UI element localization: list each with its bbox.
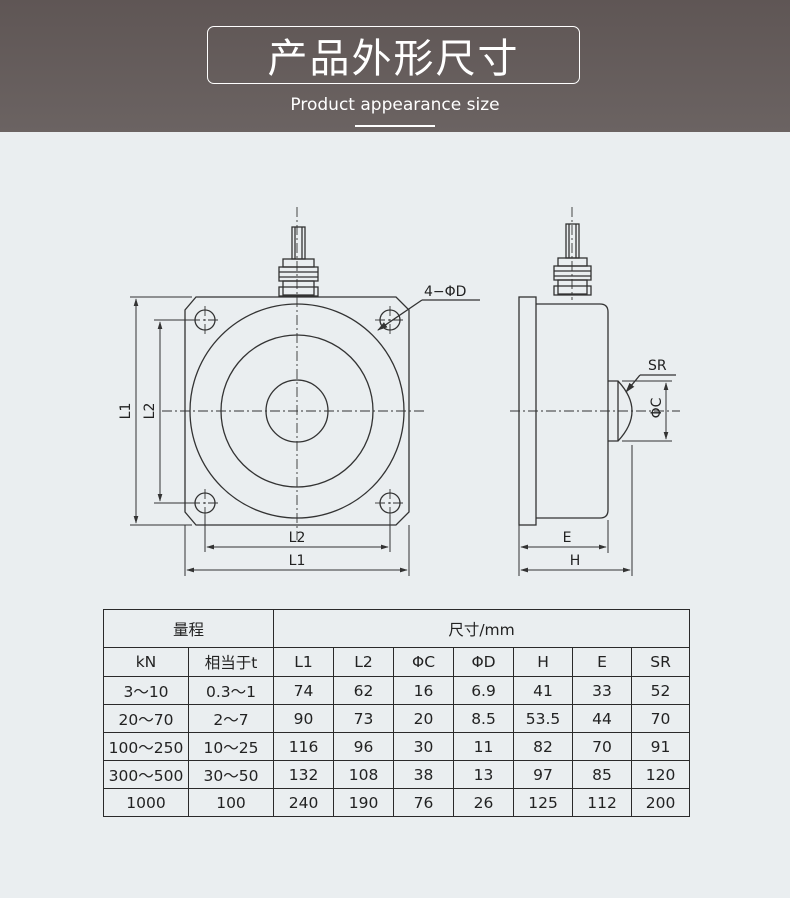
table-cell: 100 [187, 788, 275, 817]
l2-vertical-label: L2 [142, 403, 158, 420]
sr-label: SR [648, 358, 667, 374]
table-cell: 74 [273, 676, 335, 705]
table-cell: 2～7 [187, 704, 275, 733]
front-base-plate [184, 296, 410, 526]
table-row: 1000 100 240 190 76 26 125 112 200 [103, 788, 691, 817]
table-cell: 116 [273, 732, 335, 761]
table-cell: 240 [273, 788, 335, 817]
table-cell: 90 [273, 704, 335, 733]
table-cell: 97 [513, 760, 574, 789]
front-centerlines [162, 207, 424, 540]
table-cell: 52 [631, 676, 691, 705]
column-header: ΦD [453, 647, 515, 677]
table-cell: 10～25 [187, 732, 275, 761]
column-header: L1 [273, 647, 335, 677]
l1-horizontal-label: L1 [289, 553, 306, 569]
table-cell: 190 [333, 788, 395, 817]
table-cell: 70 [631, 704, 691, 733]
table-cell: 30～50 [187, 760, 275, 789]
table-cell: 26 [453, 788, 515, 817]
table-cell: 13 [453, 760, 515, 789]
table-cell: 33 [572, 676, 633, 705]
table-cell: 1000 [103, 788, 189, 817]
front-cable-connector [278, 226, 319, 297]
table-cell: 20～70 [103, 704, 189, 733]
table-cell: 53.5 [513, 704, 574, 733]
e-label: E [563, 530, 572, 546]
table-group-header-row: 量程 尺寸/mm [102, 609, 691, 648]
header-banner: 产品外形尺寸 Product appearance size [0, 0, 790, 132]
l2-horizontal-label: L2 [289, 530, 306, 546]
side-view: SR ΦC E H [510, 207, 680, 576]
column-header: kN [103, 647, 189, 677]
page-title: 产品外形尺寸 [207, 26, 580, 84]
subtitle-underline [355, 125, 435, 127]
table-row: 100～250 10～25 116 96 30 11 82 70 91 [103, 732, 691, 761]
table-cell: 91 [631, 732, 691, 761]
l1-vertical-label: L1 [118, 403, 134, 420]
table-column-header-row: kN 相当于t L1 L2 ΦC ΦD H E SR [103, 647, 691, 677]
size-header: 尺寸/mm [273, 609, 691, 648]
table-cell: 120 [631, 760, 691, 789]
table-cell: 70 [572, 732, 633, 761]
table-cell: 41 [513, 676, 574, 705]
table-cell: 30 [393, 732, 455, 761]
table-cell: 200 [631, 788, 691, 817]
side-cable-connector [553, 223, 592, 296]
column-header: H [513, 647, 574, 677]
table-cell: 38 [393, 760, 455, 789]
table-cell: 76 [393, 788, 455, 817]
hole-callout-label: 4−ΦD [424, 284, 466, 300]
column-header: ΦC [393, 647, 455, 677]
table-cell: 82 [513, 732, 574, 761]
front-view: 4−ΦD L1 L2 L2 L1 [118, 207, 480, 576]
table-row: 20～70 2～7 90 73 20 8.5 53.5 44 70 [103, 704, 691, 733]
table-cell: 125 [513, 788, 574, 817]
table-cell: 0.3～1 [187, 676, 275, 705]
range-header: 量程 [102, 609, 275, 648]
table-cell: 16 [393, 676, 455, 705]
column-header: SR [631, 647, 691, 677]
table-cell: 132 [273, 760, 335, 789]
table-cell: 96 [333, 732, 395, 761]
table-cell: 8.5 [453, 704, 515, 733]
table-cell: 108 [333, 760, 395, 789]
table-cell: 20 [393, 704, 455, 733]
table-cell: 112 [572, 788, 633, 817]
dimension-drawing: 4−ΦD L1 L2 L2 L1 [118, 207, 680, 576]
h-label: H [570, 553, 581, 569]
table-row: 3～10 0.3～1 74 62 16 6.9 41 33 52 [103, 676, 691, 705]
table-cell: 11 [453, 732, 515, 761]
table-cell: 62 [333, 676, 395, 705]
table-cell: 44 [572, 704, 633, 733]
table-cell: 85 [572, 760, 633, 789]
page-subtitle: Product appearance size [290, 95, 500, 115]
table-cell: 73 [333, 704, 395, 733]
table-cell: 100～250 [103, 732, 189, 761]
column-header: 相当于t [187, 647, 275, 677]
column-header: L2 [333, 647, 395, 677]
table-cell: 300～500 [103, 760, 189, 789]
table-cell: 3～10 [103, 676, 189, 705]
column-header: E [572, 647, 633, 677]
spec-table: 量程 尺寸/mm kN 相当于t L1 L2 ΦC ΦD H E SR 3～10… [102, 609, 691, 817]
table-cell: 6.9 [453, 676, 515, 705]
table-row: 300～500 30～50 132 108 38 13 97 85 120 [103, 760, 691, 789]
phi-c-label: ΦC [649, 397, 665, 418]
